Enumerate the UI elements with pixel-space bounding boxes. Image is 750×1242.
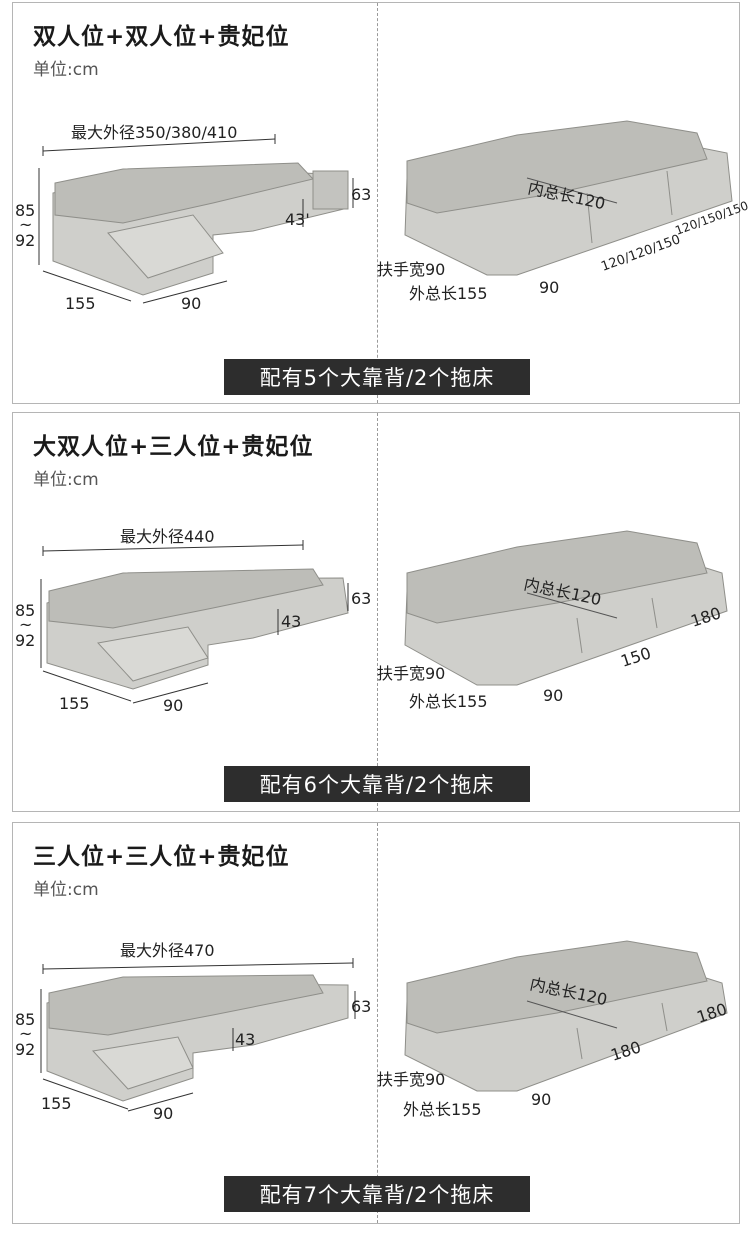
unit-label: 单位:cm xyxy=(33,470,99,490)
spec-panel-1: 双人位+双人位+贵妃位 单位:cm 最大外径350/380/410 85 ~ 9… xyxy=(12,2,750,404)
panel-divider xyxy=(377,3,378,403)
dim-chaise-width: 90 xyxy=(543,686,563,705)
panel-title: 三人位+三人位+贵妃位 xyxy=(33,844,290,870)
dim-height: 85 xyxy=(15,201,35,220)
panel-title: 大双人位+三人位+贵妃位 xyxy=(33,434,314,460)
sofa-diagram-right: 内总长120 扶手宽90 外总长155 90 120/120/150 120/1… xyxy=(377,120,750,303)
dim-back-height: 63 xyxy=(351,997,371,1016)
panel-divider xyxy=(377,823,378,1223)
dim-seat-height: 43 xyxy=(235,1030,255,1049)
dim-height: 85 xyxy=(15,601,35,620)
sofa-diagram-left: 最大外径350/380/410 85 ~ 92 63 43' 155 90 xyxy=(15,123,371,313)
dim-max-outer: 最大外径470 xyxy=(120,941,215,960)
accessory-banner: 配有6个大靠背/2个拖床 xyxy=(224,766,530,802)
spec-panel-2: 大双人位+三人位+贵妃位 单位:cm 最大外径440 85 ~ 92 63 43… xyxy=(12,412,740,812)
dim-outer-length: 外总长155 xyxy=(403,1100,482,1119)
spec-panel-3: 三人位+三人位+贵妃位 单位:cm 最大外径470 85 ~ 92 63 43 … xyxy=(12,822,740,1224)
sofa-diagram-right: 内总长120 扶手宽90 外总长155 90 180 180 xyxy=(377,940,729,1119)
dim-max-outer: 最大外径350/380/410 xyxy=(71,123,237,142)
accessory-banner: 配有7个大靠背/2个拖床 xyxy=(224,1176,530,1212)
accessory-banner: 配有5个大靠背/2个拖床 xyxy=(224,359,530,395)
dim-tilde: ~ xyxy=(19,615,32,634)
dim-height2: 92 xyxy=(15,631,35,650)
dim-depth: 155 xyxy=(65,294,96,313)
dim-depth: 155 xyxy=(41,1094,72,1113)
dim-back-height: 63 xyxy=(351,589,371,608)
sofa-diagram-left: 最大外径470 85 ~ 92 63 43 155 90 xyxy=(15,941,371,1123)
dim-tilde: ~ xyxy=(19,215,32,234)
dim-outer-length: 外总长155 xyxy=(409,692,488,711)
dim-chaise-width: 90 xyxy=(181,294,201,313)
dim-depth: 155 xyxy=(59,694,90,713)
panel-title: 双人位+双人位+贵妃位 xyxy=(33,24,290,50)
dim-seat-height: 43' xyxy=(285,210,310,229)
dim-outer-length: 外总长155 xyxy=(409,284,488,303)
dim-height2: 92 xyxy=(15,231,35,250)
dim-back-height: 63 xyxy=(351,185,371,204)
dim-chaise-width: 90 xyxy=(531,1090,551,1109)
dim-chaise-width: 90 xyxy=(163,696,183,715)
sofa-diagram-right: 内总长120 扶手宽90 外总长155 90 150 180 xyxy=(377,530,728,711)
dim-armrest: 扶手宽90 xyxy=(377,1070,445,1089)
dim-height2: 92 xyxy=(15,1040,35,1059)
dim-chaise-width: 90 xyxy=(153,1104,173,1123)
dim-armrest: 扶手宽90 xyxy=(377,260,445,279)
dim-height: 85 xyxy=(15,1010,35,1029)
dim-max-outer: 最大外径440 xyxy=(120,527,215,546)
dim-chaise-width: 90 xyxy=(539,278,559,297)
panel-divider xyxy=(377,413,378,811)
dim-armrest: 扶手宽90 xyxy=(377,664,445,683)
dim-tilde: ~ xyxy=(19,1024,32,1043)
unit-label: 单位:cm xyxy=(33,880,99,900)
sofa-diagram-left: 最大外径440 85 ~ 92 63 43 155 90 xyxy=(15,527,371,715)
unit-label: 单位:cm xyxy=(33,60,99,80)
dim-seat-height: 43 xyxy=(281,612,301,631)
